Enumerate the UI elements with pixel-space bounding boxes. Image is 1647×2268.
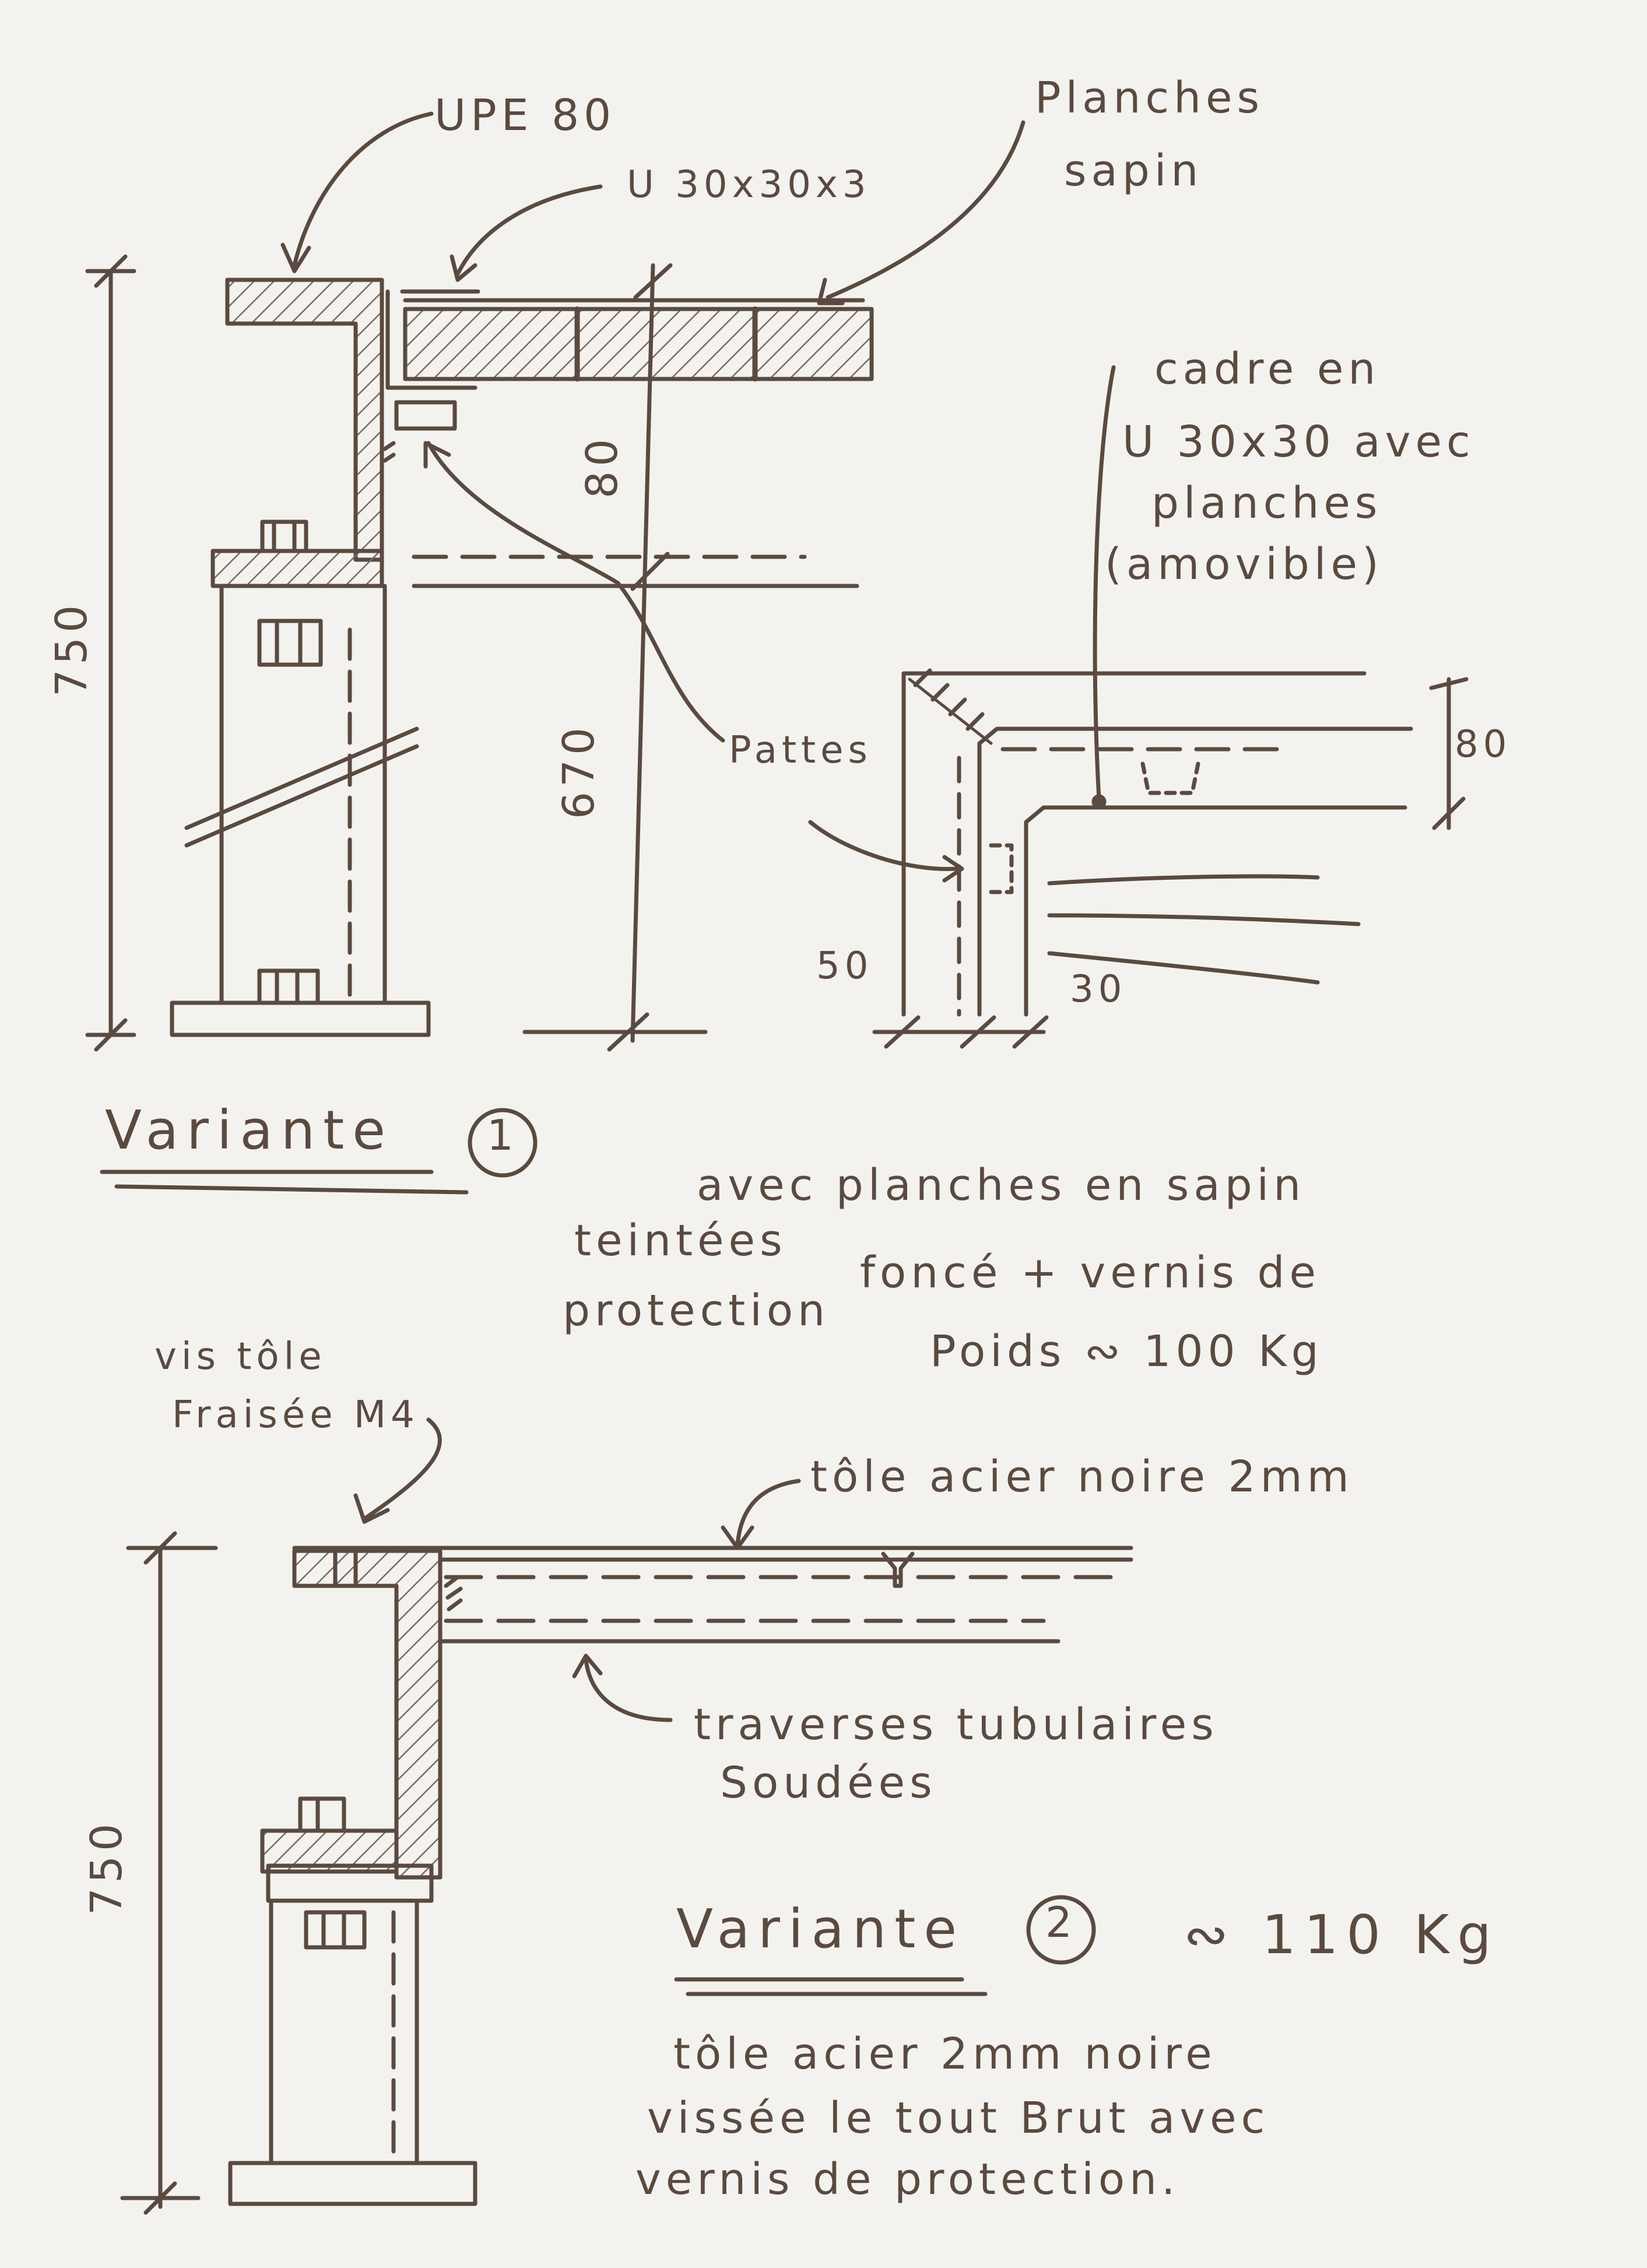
base-plate-v2 (228, 2161, 477, 2206)
upe80-profile-v2 (292, 1549, 443, 1880)
arrow-tole (735, 1479, 801, 1547)
desc-v2-line3: vernis de protection. (635, 2154, 1180, 2204)
desc-v1-line2b: foncé + vernis de (860, 1248, 1321, 1298)
base-plate-v1 (170, 1000, 431, 1037)
desc-v1-line1: avec planches en sapin (697, 1160, 1306, 1210)
arrow-upe80 (292, 111, 434, 268)
label-cadre-line1: cadre en (1154, 344, 1381, 394)
arrow-cadre (1093, 365, 1116, 801)
dim-670-v1: 670 (554, 722, 604, 819)
dim-50-frame: 50 (816, 945, 873, 988)
label-tole: tôle acier noire 2mm (810, 1452, 1354, 1502)
dim-750-v2: 750 (82, 1818, 132, 1915)
dim-30-frame: 30 (1070, 968, 1127, 1011)
arrow-vis (362, 1417, 442, 1521)
frame-outer-v1 (901, 671, 1367, 1017)
dim-750-v1: 750 (47, 600, 97, 697)
arrow-u30 (455, 184, 603, 276)
label-cadre-line4: (amovible) (1105, 539, 1383, 589)
title-variante-2: Variante (676, 1898, 965, 1960)
fir-planks-v1 (403, 307, 874, 381)
upe80-profile-v1 (225, 278, 384, 562)
number-variante-2: 2 (1045, 1898, 1072, 1947)
arrow-pattes (426, 441, 725, 743)
number-circle-v2 (1026, 1895, 1096, 1965)
label-pattes: Pattes (729, 729, 872, 772)
weight-v2: ∾ 110 Kg (1184, 1904, 1499, 1966)
label-cadre-line3: planches (1151, 478, 1382, 528)
desc-v1-line2a: teintées (574, 1216, 787, 1266)
desc-v2-line2: vissée le tout Brut avec (647, 2093, 1270, 2143)
dim-80-frame: 80 (1455, 723, 1512, 766)
label-u-30x30x3: U 30x30x3 (627, 163, 871, 206)
dim-line-670-v1 (630, 263, 655, 1043)
label-planches-line2: sapin (1064, 146, 1203, 196)
label-vis-line2: Fraisée M4 (172, 1393, 419, 1437)
label-vis-line1: vis tôle (154, 1335, 326, 1378)
u-profile-v1 (385, 289, 480, 390)
label-cadre-line2: U 30x30 avec (1122, 417, 1475, 467)
label-upe80: UPE 80 (434, 90, 616, 141)
label-traverses-line1: traverses tubulaires (694, 1700, 1218, 1750)
bearing-plate-v2 (266, 1863, 434, 1903)
number-circle-v1 (468, 1108, 538, 1178)
dim-80-v1: 80 (577, 434, 627, 498)
label-planches-line1: Planches (1035, 73, 1265, 123)
desc-v1-line3b: Poids ∾ 100 Kg (930, 1326, 1323, 1377)
desc-v1-line3a: protection (563, 1286, 830, 1336)
label-traverses-line2: Soudées (720, 1758, 937, 1808)
arrow-traverses (584, 1656, 673, 1722)
bearing-plate-v1 (210, 549, 384, 588)
arrow-pattes-frame (808, 820, 958, 871)
title-variante-1: Variante (105, 1099, 394, 1161)
number-variante-1: 1 (487, 1111, 514, 1160)
desc-v2-line1: tôle acier 2mm noire (673, 2029, 1217, 2079)
arrow-planches (826, 120, 1026, 300)
